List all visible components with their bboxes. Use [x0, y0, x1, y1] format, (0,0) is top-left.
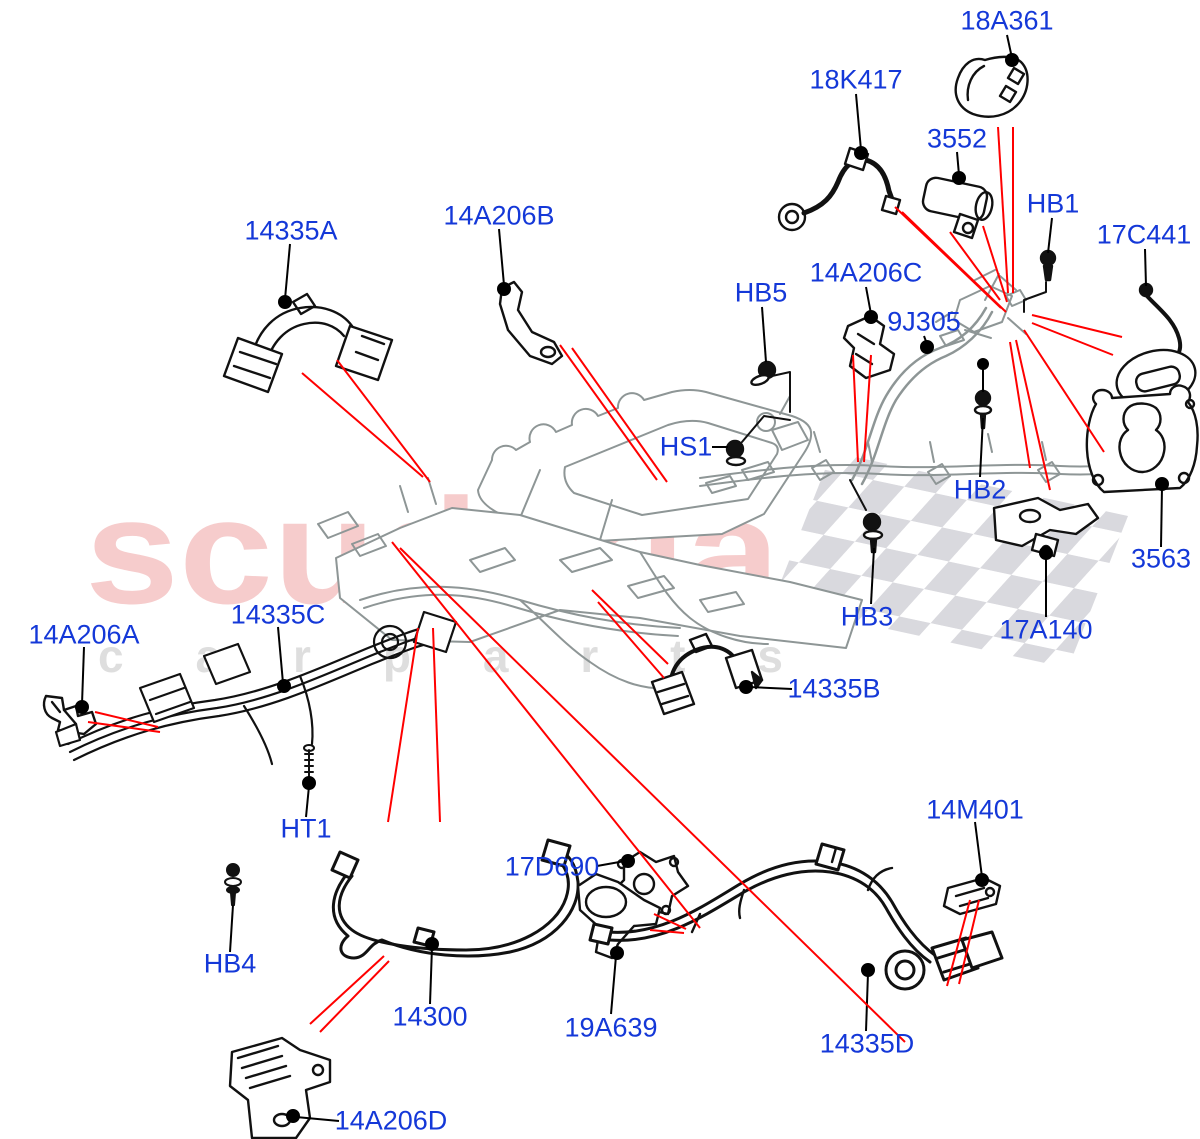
callout-HT1: HT1 [280, 813, 332, 844]
callout-HB5: HB5 [734, 277, 788, 308]
callout-14A206B: 14A206B [443, 200, 555, 231]
callout-19A639: 19A639 [564, 1012, 658, 1043]
part-14335A-art [222, 292, 394, 394]
part-14A206B-art [498, 280, 564, 366]
callout-14335A: 14335A [244, 215, 338, 246]
callout-14335C: 14335C [230, 599, 326, 630]
part-HS1-bolt [725, 415, 791, 467]
part-18K417-art [777, 146, 902, 232]
callout-17A140: 17A140 [999, 614, 1093, 645]
callout-17C441: 17C441 [1096, 219, 1192, 250]
part-3552-art [921, 176, 994, 240]
part-HB4-bolt [224, 863, 242, 906]
callout-14M401: 14M401 [926, 794, 1024, 825]
callout-3563: 3563 [1130, 543, 1192, 574]
callout-9J305: 9J305 [887, 306, 961, 337]
callout-HS1: HS1 [659, 431, 713, 462]
callout-14A206C: 14A206C [809, 257, 923, 288]
red-leader-lines [87, 126, 1123, 1043]
callout-18A361: 18A361 [960, 5, 1054, 36]
callout-HB3: HB3 [840, 601, 894, 632]
callout-14335D: 14335D [819, 1028, 915, 1059]
part-HT1-bolt [303, 744, 315, 781]
callout-18K417: 18K417 [809, 64, 903, 95]
part-HB1-bolt [1023, 249, 1057, 313]
callout-3552: 3552 [926, 123, 988, 154]
part-18A361-art [954, 55, 1029, 118]
part-HB3-bolt [849, 479, 884, 554]
callout-HB2: HB2 [953, 474, 1007, 505]
part-HB5-bolt [750, 360, 791, 413]
callout-14A206D: 14A206D [334, 1105, 448, 1136]
part-HB2-bolt [973, 389, 993, 430]
callout-17D690: 17D690 [504, 851, 600, 882]
part-14335B-art [650, 632, 764, 716]
callout-HB1: HB1 [1026, 188, 1080, 219]
callout-14A206A: 14A206A [28, 619, 140, 650]
part-14A206C-art [842, 314, 896, 380]
black-leader-lines [75, 34, 1169, 1123]
part-3563-art [1085, 384, 1199, 494]
callout-HB4: HB4 [203, 948, 257, 979]
callout-14335B: 14335B [787, 673, 881, 704]
callout-14300: 14300 [392, 1001, 468, 1032]
part-14M401-art [942, 876, 1002, 916]
part-14A206D-art [228, 1036, 332, 1139]
